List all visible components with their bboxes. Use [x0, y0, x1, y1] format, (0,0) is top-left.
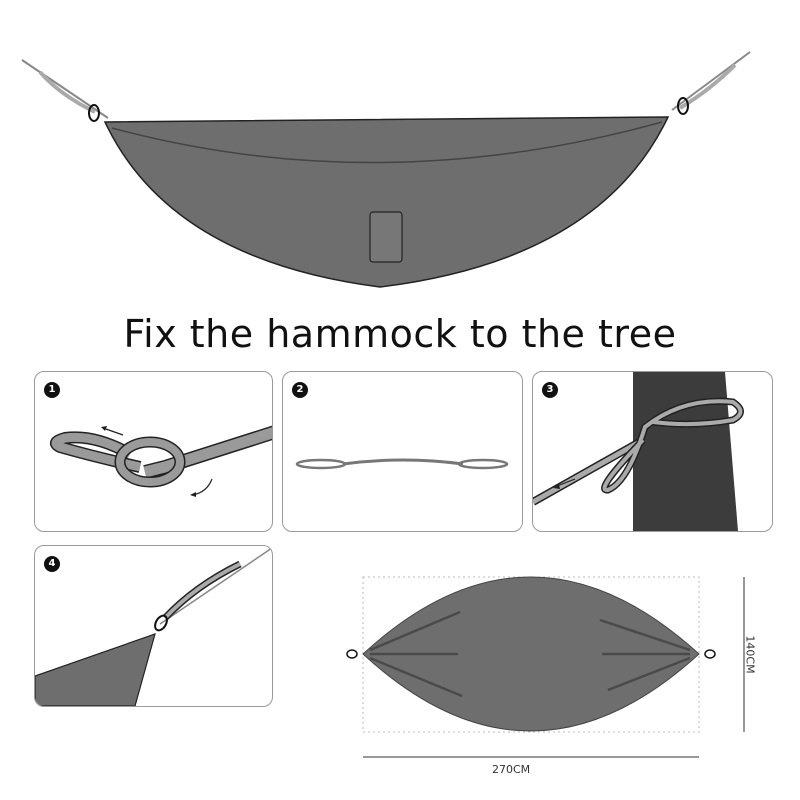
step-number-badge: 1	[44, 382, 60, 398]
step-2-panel: 2	[282, 371, 523, 532]
step-3-panel: 3	[532, 371, 773, 532]
step-number-badge: 2	[292, 382, 308, 398]
width-dimension-label: 270CM	[492, 763, 531, 776]
height-dimension-label: 140CM	[743, 635, 757, 674]
dimension-diagram	[346, 576, 745, 758]
hammock-attached-illustration	[35, 547, 272, 706]
step-number-badge: 3	[542, 382, 558, 398]
tree-wrap-illustration	[533, 372, 744, 531]
knot-illustration	[50, 425, 272, 497]
hammock-illustration	[21, 51, 751, 288]
step-1-panel: 1	[34, 371, 273, 532]
step-number-badge: 4	[44, 556, 60, 572]
strap-loops-illustration	[295, 458, 509, 470]
step-4-panel: 4	[34, 545, 273, 707]
page-title: Fix the hammock to the tree	[123, 312, 677, 356]
